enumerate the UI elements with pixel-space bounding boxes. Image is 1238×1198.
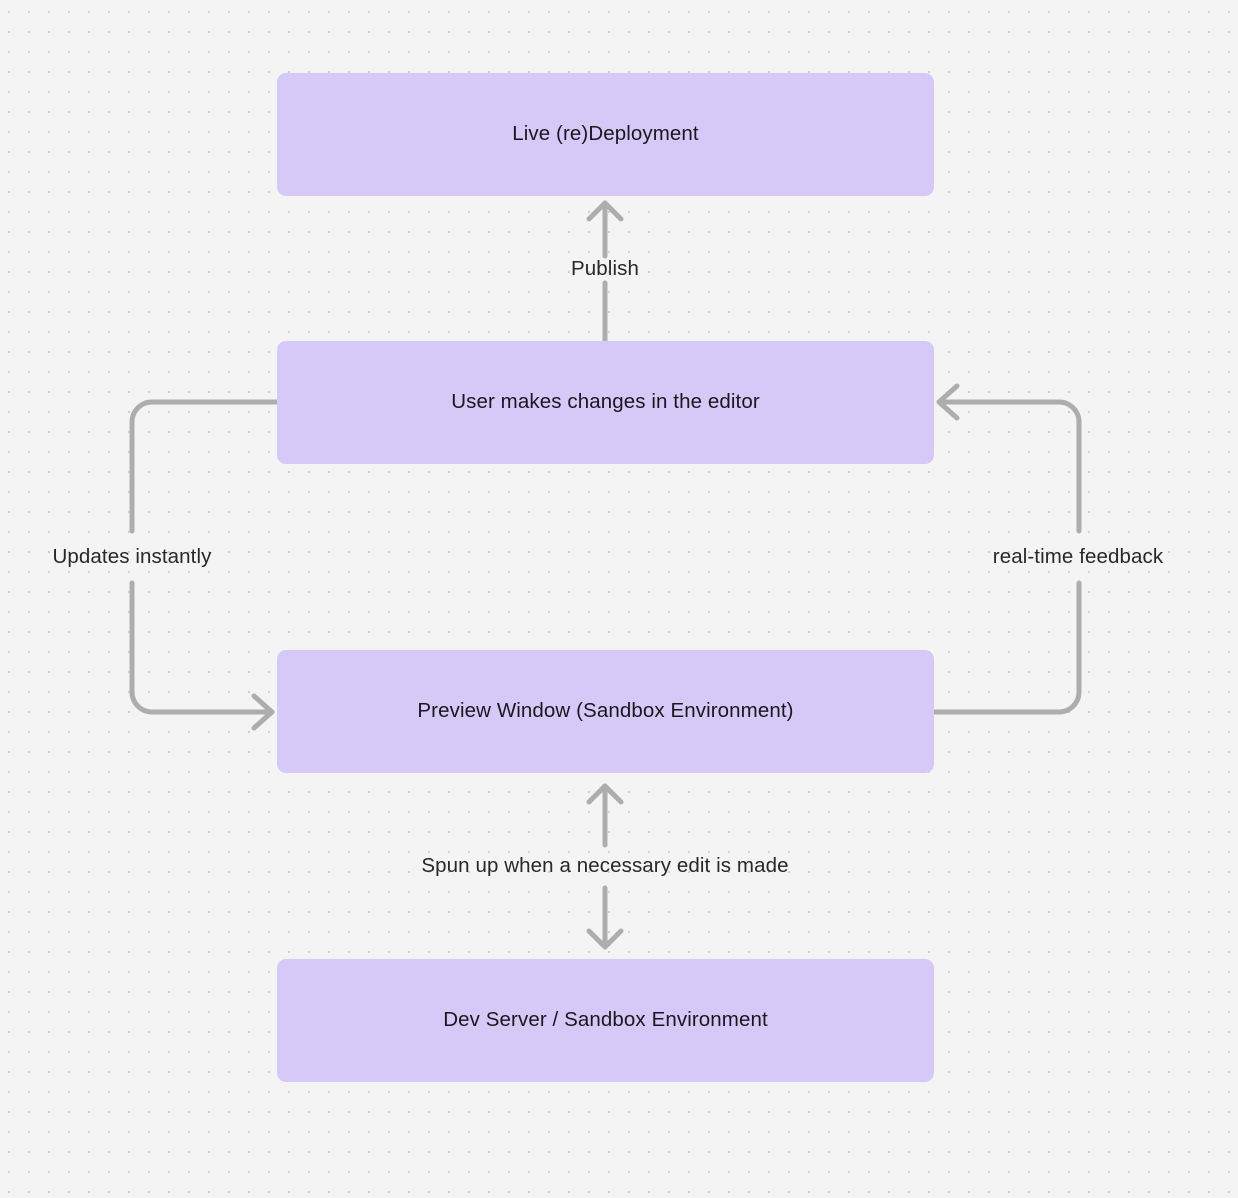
edge-spun-up-arrowhead-down-icon — [586, 928, 624, 950]
edge-label-real-time-feedback: real-time feedback — [992, 544, 1164, 568]
edge-label-publish: Publish — [571, 256, 639, 280]
edge-updates-instantly-arrowhead-right-icon — [251, 693, 275, 731]
node-preview-window-label: Preview Window (Sandbox Environment) — [417, 699, 794, 723]
node-user-edits-label: User makes changes in the editor — [451, 390, 760, 414]
edge-updates-instantly-lower-segment — [129, 580, 275, 715]
node-dev-server-label: Dev Server / Sandbox Environment — [443, 1008, 768, 1032]
node-live-deployment[interactable]: Live (re)Deployment — [277, 73, 934, 196]
node-live-deployment-label: Live (re)Deployment — [512, 122, 699, 146]
node-preview-window[interactable]: Preview Window (Sandbox Environment) — [277, 650, 934, 773]
edge-spun-up-arrowhead-up-icon — [586, 783, 624, 805]
edge-label-spun-up: Spun up when a necessary edit is made — [421, 853, 789, 877]
edge-updates-instantly-upper-segment — [129, 399, 280, 534]
edge-publish-arrowhead-up-icon — [586, 200, 624, 222]
edge-real-time-feedback-arrowhead-left-icon — [936, 383, 960, 421]
edge-label-updates-instantly: Updates instantly — [52, 544, 212, 568]
node-user-edits[interactable]: User makes changes in the editor — [277, 341, 934, 464]
edge-real-time-feedback-lower-segment — [931, 580, 1082, 715]
node-dev-server[interactable]: Dev Server / Sandbox Environment — [277, 959, 934, 1082]
edge-real-time-feedback-upper-segment — [936, 399, 1082, 534]
